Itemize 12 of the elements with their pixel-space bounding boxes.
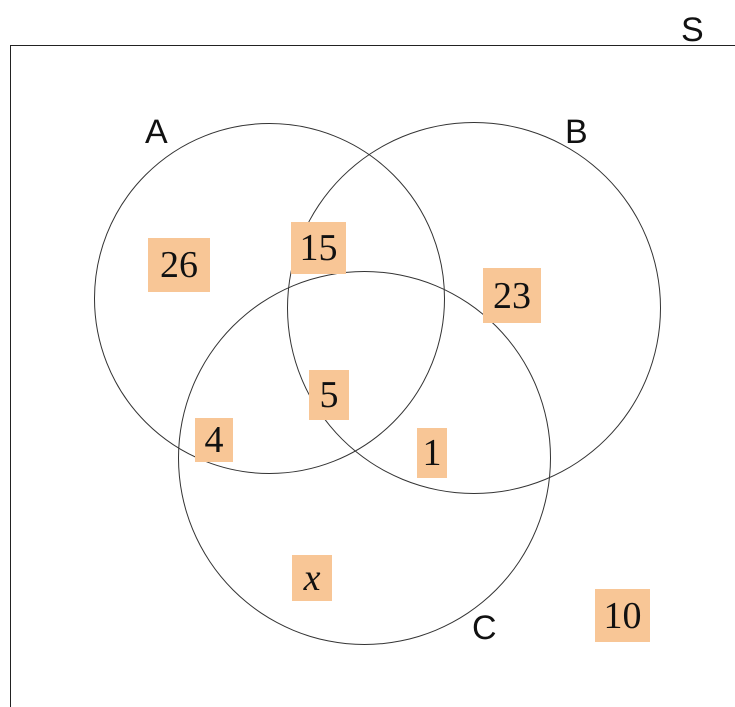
region-count: 10	[595, 589, 650, 642]
set-label: C	[472, 611, 497, 645]
region-count: 15	[291, 222, 346, 274]
region-count: x	[292, 555, 332, 601]
region-count: 26	[148, 238, 210, 292]
set-label: A	[145, 115, 168, 149]
set-label: S	[681, 13, 704, 47]
region-count: 1	[417, 428, 447, 478]
region-count: 23	[483, 268, 541, 323]
set-label: B	[565, 115, 588, 149]
region-count: 4	[195, 418, 233, 462]
region-count: 5	[309, 370, 349, 420]
